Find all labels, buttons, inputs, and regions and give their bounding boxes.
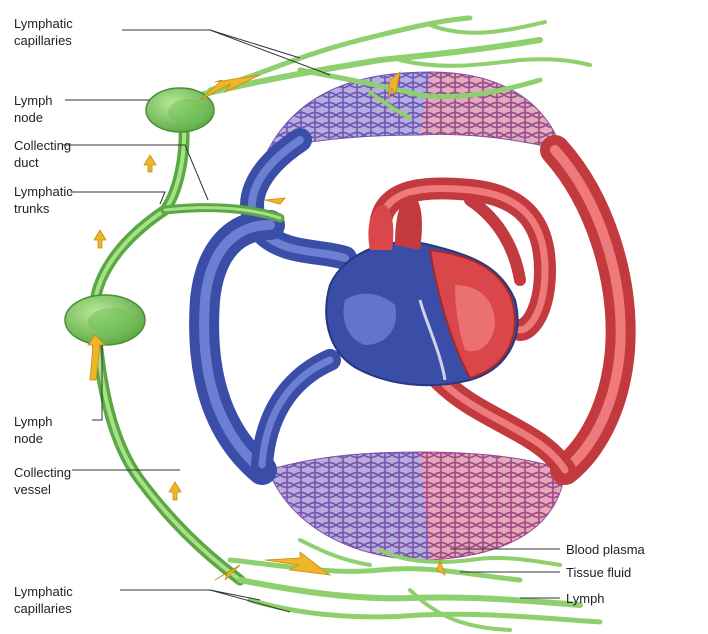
label-line: Lymphatic [14, 183, 73, 200]
label-line: trunks [14, 200, 73, 217]
lymph-node-upper [146, 88, 214, 132]
label-line: capillaries [14, 600, 73, 617]
label-line: Lymph [14, 413, 53, 430]
flow-arrow-icon [144, 155, 156, 172]
label-line: duct [14, 154, 71, 171]
label-line: node [14, 109, 53, 126]
label-line: node [14, 430, 53, 447]
flow-arrow-icon [265, 198, 285, 204]
label-collecting-vessel: Collecting vessel [14, 464, 71, 498]
flow-arrow-icon [169, 482, 181, 500]
label-lymph: Lymph [566, 590, 605, 607]
label-blood-plasma: Blood plasma [566, 541, 645, 558]
label-lymphatic-capillaries-top: Lymphatic capillaries [14, 15, 73, 49]
lower-capillary-bed [268, 452, 565, 560]
label-tissue-fluid: Tissue fluid [566, 564, 631, 581]
label-line: vessel [14, 481, 71, 498]
label-lymphatic-trunks: Lymphatic trunks [14, 183, 73, 217]
label-line: Collecting [14, 137, 71, 154]
venous-vessels [204, 140, 345, 470]
label-line: Lymphatic [14, 15, 73, 32]
label-lymph-node-middle: Lymph node [14, 413, 53, 447]
label-lymph-node-top: Lymph node [14, 92, 53, 126]
label-line: Lymphatic [14, 583, 73, 600]
label-line: Lymph [14, 92, 53, 109]
label-lymphatic-capillaries-bottom: Lymphatic capillaries [14, 583, 73, 617]
label-collecting-duct: Collecting duct [14, 137, 71, 171]
label-line: Collecting [14, 464, 71, 481]
label-line: capillaries [14, 32, 73, 49]
flow-arrow-icon [94, 230, 106, 248]
lymph-node-middle [65, 295, 145, 345]
flow-arrow-icon [200, 75, 260, 100]
